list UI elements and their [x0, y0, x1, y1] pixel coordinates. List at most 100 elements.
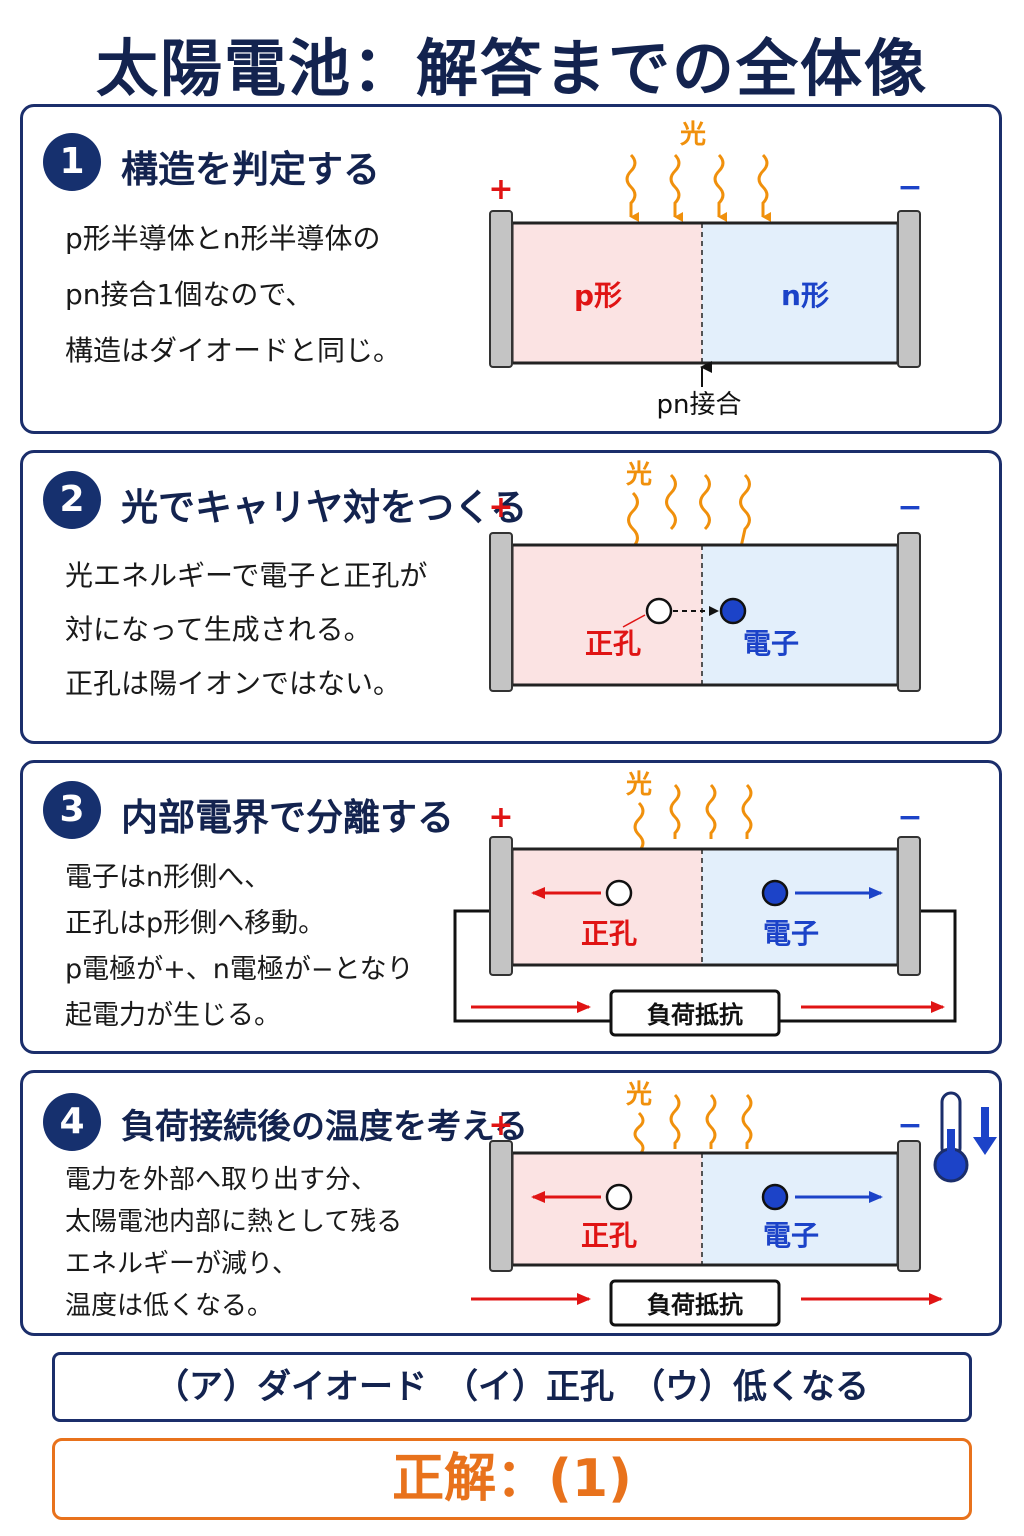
electron-label: 電子	[763, 1219, 819, 1252]
light-ray-icon	[669, 153, 683, 222]
electron-icon	[761, 1183, 789, 1211]
light-ray-icon	[669, 783, 681, 839]
p-electrode	[489, 532, 513, 692]
light-ray-icon	[705, 783, 717, 839]
n-type-region	[702, 223, 898, 363]
light-ray-icon	[741, 1093, 753, 1149]
panel-4-temperature: 4 負荷接続後の温度を考える 電力を外部へ取り出す分、 太陽電池内部に熱として残…	[20, 1070, 1002, 1336]
electron-label: 電子	[763, 917, 819, 950]
hole-label: 正孔	[581, 1219, 637, 1252]
n-electrode	[897, 836, 921, 976]
light-ray-icons	[627, 473, 751, 590]
panel-heading: 光でキャリヤ対をつくる	[121, 486, 528, 529]
correct-answer: 正解：(1)	[52, 1438, 972, 1520]
description-line: 電力を外部へ取り出す分、	[65, 1165, 378, 1195]
minus-label: −	[897, 490, 922, 525]
p-electrode	[489, 836, 513, 976]
hole-label: 正孔	[585, 627, 641, 660]
n-electrode	[897, 1140, 921, 1272]
hole-icon	[605, 879, 633, 907]
description-line: 光エネルギーで電子と正孔が	[65, 559, 428, 592]
description-line: 起電力が生じる。	[65, 1000, 281, 1031]
light-ray-icons	[633, 1093, 753, 1161]
step-number: 3	[43, 781, 101, 839]
light-ray-icon	[699, 473, 711, 531]
light-ray-icon	[633, 801, 645, 857]
light-ray-icon	[731, 473, 751, 590]
load-resistor	[609, 1279, 781, 1327]
description-line: pn接合1個なので、	[65, 278, 314, 311]
p-type-region	[512, 545, 702, 685]
light-ray-icon	[669, 1093, 681, 1149]
light-label: 光	[625, 1080, 652, 1110]
step-number: 4	[43, 1093, 101, 1151]
n-type-region	[702, 849, 898, 965]
panel-description: 電力を外部へ取り出す分、 太陽電池内部に熱として残る エネルギーが減り、 温度は…	[65, 1159, 402, 1327]
electron-icon	[761, 879, 789, 907]
answer-summary: （ア）ダイオード （イ）正孔 （ウ）低くなる	[52, 1352, 972, 1422]
panel-heading: 負荷接続後の温度を考える	[121, 1107, 528, 1147]
separation-circuit-diagram: 光 + − 正孔 電子 負荷抵抗	[453, 770, 957, 1037]
p-type-region	[512, 849, 702, 965]
panel-heading: 構造を判定する	[121, 148, 380, 191]
description-line: エネルギーが減り、	[65, 1249, 298, 1279]
description-line: 正孔は陽イオンではない。	[65, 667, 402, 700]
p-type-region	[512, 223, 702, 363]
hole-icon	[605, 1183, 633, 1211]
hole-icon	[645, 597, 673, 625]
description-line: 対になって生成される。	[65, 613, 372, 646]
load-resistor	[609, 989, 781, 1037]
junction-label: pn接合	[657, 390, 742, 420]
light-ray-icon	[713, 153, 727, 222]
hole-leader-line	[622, 614, 646, 628]
light-label: 光	[625, 770, 652, 800]
carrier-generation-diagram: 光 + − 正孔 電子	[488, 460, 923, 692]
minus-label: −	[897, 1108, 922, 1143]
circuit-wire-right	[779, 909, 957, 1023]
temperature-diagram: 光 + − 正孔 電子 負荷抵抗	[471, 1080, 997, 1327]
light-ray-icon	[633, 1111, 645, 1161]
plus-label: +	[488, 800, 513, 835]
light-label: 光	[625, 460, 652, 490]
description-line: 電子はn形側へ、	[65, 862, 272, 893]
pn-junction-diagram: 光 + − p形 n形 pn接合	[488, 120, 922, 420]
p-electrode	[489, 1140, 513, 1272]
load-resistor-label: 負荷抵抗	[647, 1291, 743, 1319]
light-ray-icon	[625, 153, 639, 222]
n-electrode	[897, 210, 921, 368]
light-ray-icon	[741, 783, 753, 839]
plus-label: +	[488, 1108, 513, 1143]
step-number: 2	[43, 471, 101, 529]
page-title: 太陽電池：解答までの全体像	[95, 32, 928, 105]
light-ray-icon	[665, 473, 677, 531]
step-number: 1	[43, 133, 101, 191]
description-line: 太陽電池内部に熱として残る	[65, 1207, 403, 1237]
panel-3-separation: 3 内部電界で分離する 電子はn形側へ、 正孔はp形側へ移動。 p電極が+、n電…	[20, 760, 1002, 1054]
hole-label: 正孔	[581, 917, 637, 950]
light-ray-icon	[627, 491, 657, 590]
light-ray-icons	[625, 153, 771, 222]
p-type-region	[512, 1153, 702, 1265]
plus-label: +	[488, 172, 513, 207]
light-ray-icon	[705, 1093, 717, 1149]
n-type-label: n形	[781, 279, 829, 312]
panel-description: 光エネルギーで電子と正孔が 対になって生成される。 正孔は陽イオンではない。	[65, 549, 427, 711]
description-line: 正孔はp形側へ移動。	[65, 908, 326, 939]
description-line: p電極が+、n電極が−となり	[65, 954, 414, 985]
p-electrode	[489, 210, 513, 368]
electron-label: 電子	[743, 627, 799, 660]
light-label: 光	[679, 120, 706, 150]
panel-description: p形半導体とn形半導体の pn接合1個なので、 構造はダイオードと同じ。	[65, 211, 401, 379]
light-ray-icon	[757, 153, 771, 222]
load-resistor-label: 負荷抵抗	[647, 1001, 743, 1029]
n-electrode	[897, 532, 921, 692]
plus-label: +	[488, 490, 513, 525]
description-line: p形半導体とn形半導体の	[65, 222, 381, 255]
panel-1-structure: 1 構造を判定する p形半導体とn形半導体の pn接合1個なので、 構造はダイオ…	[20, 104, 1002, 434]
electron-icon	[719, 597, 747, 625]
n-type-region	[702, 1153, 898, 1265]
panel-heading: 内部電界で分離する	[121, 796, 454, 839]
minus-label: −	[897, 170, 922, 205]
circuit-wire-left	[453, 909, 611, 1023]
description-line: 温度は低くなる。	[65, 1291, 274, 1321]
